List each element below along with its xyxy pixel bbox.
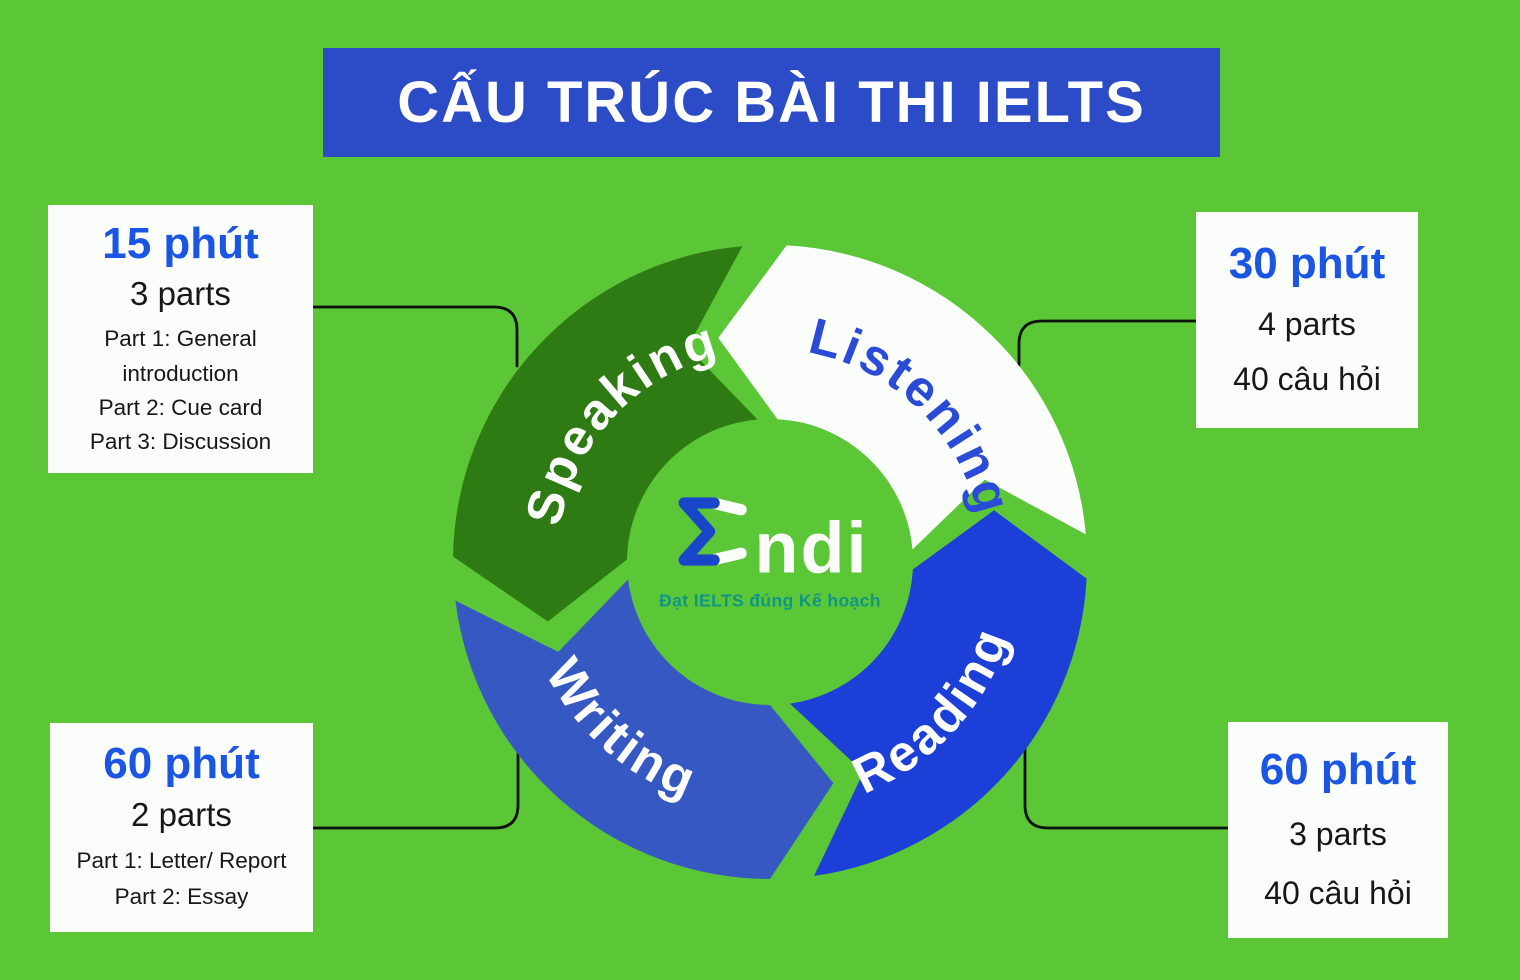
- listening-info-box: 30 phút 4 parts 40 câu hỏi: [1196, 212, 1418, 428]
- endi-logo: ndi Đạt IELTS đúng Kế hoạch: [659, 493, 881, 612]
- writing-details: Part 1: Letter/ Report Part 2: Essay: [76, 843, 286, 916]
- speaking-parts: 3 parts: [130, 275, 231, 313]
- brand-tagline: Đạt IELTS đúng Kế hoạch: [659, 590, 881, 611]
- writing-detail-line: Part 1: Letter/ Report: [76, 847, 287, 873]
- brand-suffix: ndi: [754, 508, 869, 589]
- writing-parts: 2 parts: [131, 795, 232, 833]
- sigma-logo-icon: [678, 497, 748, 566]
- speaking-detail-line: Part 2: Cue card: [98, 394, 263, 420]
- brand-wordmark: ndi: [672, 493, 869, 585]
- reading-parts: 3 parts: [1289, 815, 1387, 852]
- writing-detail-line: Part 2: Essay: [114, 884, 249, 910]
- speaking-info-box: 15 phút 3 parts Part 1: General introduc…: [48, 205, 313, 473]
- writing-duration: 60 phút: [103, 739, 260, 789]
- listening-duration: 30 phút: [1228, 239, 1386, 289]
- wheel-segment-reading: [789, 510, 1087, 876]
- writing-info-box: 60 phút 2 parts Part 1: Letter/ Report P…: [50, 723, 313, 932]
- speaking-duration: 15 phút: [102, 218, 259, 268]
- speaking-detail-line: Part 3: Discussion: [89, 428, 272, 454]
- wheel-segment-listening: [718, 245, 1086, 550]
- speaking-details: Part 1: General introduction Part 2: Cue…: [48, 322, 313, 459]
- reading-info-box: 60 phút 3 parts 40 câu hỏi: [1228, 722, 1448, 938]
- speaking-detail-line: Part 1: General introduction: [104, 326, 257, 386]
- listening-questions: 40 câu hỏi: [1233, 361, 1381, 398]
- reading-questions: 40 câu hỏi: [1264, 875, 1412, 912]
- listening-parts: 4 parts: [1258, 305, 1356, 342]
- reading-duration: 60 phút: [1259, 745, 1417, 795]
- wheel-segment-speaking: [453, 246, 758, 622]
- page-title: CẤU TRÚC BÀI THI IELTS: [397, 70, 1146, 135]
- wheel-segment-writing: [455, 579, 834, 879]
- title-banner: CẤU TRÚC BÀI THI IELTS: [323, 48, 1220, 157]
